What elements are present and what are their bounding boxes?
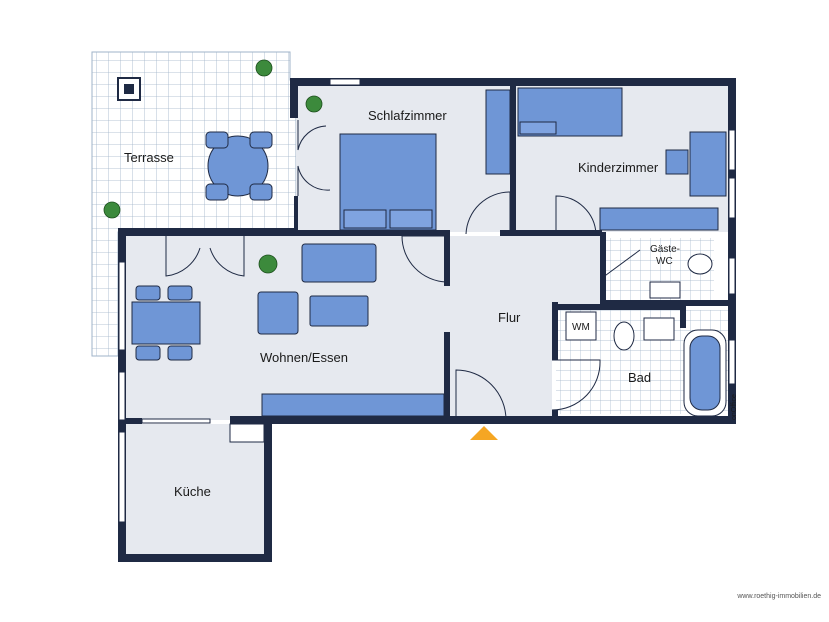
room-label-terrasse: Terrasse xyxy=(124,150,174,165)
brand-logo: onOffice xyxy=(731,394,738,420)
kinderzimmer-furniture xyxy=(517,87,727,231)
bedroom-furniture xyxy=(339,89,511,231)
bathroom-fixtures xyxy=(565,253,727,417)
room-label-gaeste-wc-2: WC xyxy=(656,256,673,267)
website-watermark: www.roethig-immobilien.de xyxy=(737,593,821,600)
room-label-bad: Bad xyxy=(628,370,651,385)
walls xyxy=(118,78,736,562)
room-label-wohnen-essen: Wohnen/Essen xyxy=(260,350,348,365)
living-furniture xyxy=(131,243,445,417)
room-label-gaeste-wc-1: Gäste- xyxy=(650,244,680,255)
flur-floor xyxy=(448,236,552,420)
terrace-table-set xyxy=(205,131,273,201)
entry-step xyxy=(229,423,265,443)
room-label-schlafzimmer: Schlafzimmer xyxy=(368,108,447,123)
windows xyxy=(118,78,736,523)
flur-upper-floor xyxy=(552,236,602,306)
door-swings xyxy=(165,120,641,421)
room-label-kueche: Küche xyxy=(174,484,211,499)
kueche-floor xyxy=(126,424,264,554)
room-label-kinderzimmer: Kinderzimmer xyxy=(578,160,659,175)
plant-icon xyxy=(103,59,323,274)
room-label-flur: Flur xyxy=(498,310,521,325)
washing-machine-label: WM xyxy=(572,322,590,333)
entrance-arrow-icon xyxy=(470,426,498,440)
terrace-pillar-core xyxy=(124,84,134,94)
